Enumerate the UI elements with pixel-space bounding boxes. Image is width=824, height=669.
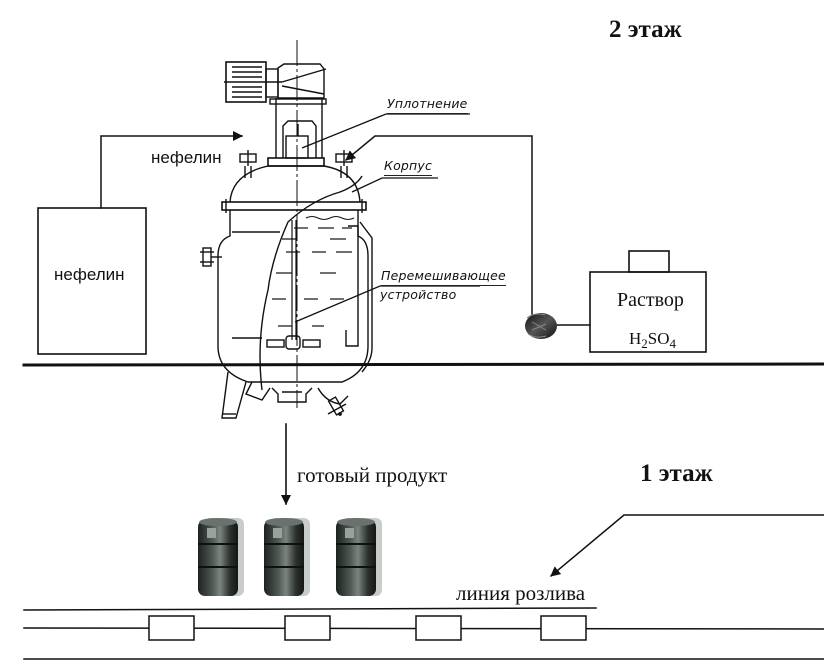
- nepheline-hopper: [37, 207, 147, 355]
- reactor: [200, 40, 373, 419]
- barrels: [198, 518, 382, 596]
- formula-sub-4: 4: [669, 336, 677, 351]
- acid-tank-cap: [628, 250, 670, 273]
- pump-icon: [525, 313, 557, 339]
- filling-station: [540, 615, 587, 641]
- liquid-dashes: [272, 227, 352, 327]
- barrel-icon: [336, 518, 382, 596]
- filling-line-label: линия розлива: [456, 581, 586, 605]
- nepheline-feed-line: [100, 131, 243, 209]
- floor-1-label: 1 этаж: [640, 460, 713, 487]
- barrel-icon: [198, 518, 244, 596]
- formula-so: SO: [647, 329, 670, 348]
- acid-feed-line: [344, 135, 533, 329]
- filling-station: [148, 615, 195, 641]
- filling-station: [415, 615, 462, 641]
- filling-stations: [148, 615, 587, 641]
- filling-line-top-rail: [23, 607, 597, 611]
- callout-line-seal: [301, 113, 470, 149]
- floor-slab-line: [22, 362, 824, 367]
- product-flow-label: готовый продукт: [297, 463, 448, 487]
- acid-formula: H2SO4: [629, 329, 676, 350]
- floor-2-label: 2 этаж: [609, 16, 682, 43]
- nepheline-feed-label: нефелин: [151, 148, 222, 167]
- callout-body: Корпус: [384, 159, 433, 176]
- callout-mixer-line1: Перемешивающее: [381, 269, 506, 286]
- filling-station: [284, 615, 331, 641]
- callout-mixer-line2: устройство: [380, 287, 457, 302]
- acid-tank-label: Раствор: [617, 289, 684, 311]
- barrel-icon: [264, 518, 310, 596]
- formula-h: H: [629, 329, 642, 348]
- motor-icon: [224, 61, 327, 103]
- formula-sub-2: 2: [641, 336, 648, 351]
- nepheline-hopper-label: нефелин: [54, 265, 125, 284]
- filling-line-pointer: [549, 514, 824, 578]
- callout-line-mixer: [294, 285, 480, 323]
- callout-line-body: [351, 177, 438, 193]
- callout-seal: Уплотнение: [387, 97, 468, 114]
